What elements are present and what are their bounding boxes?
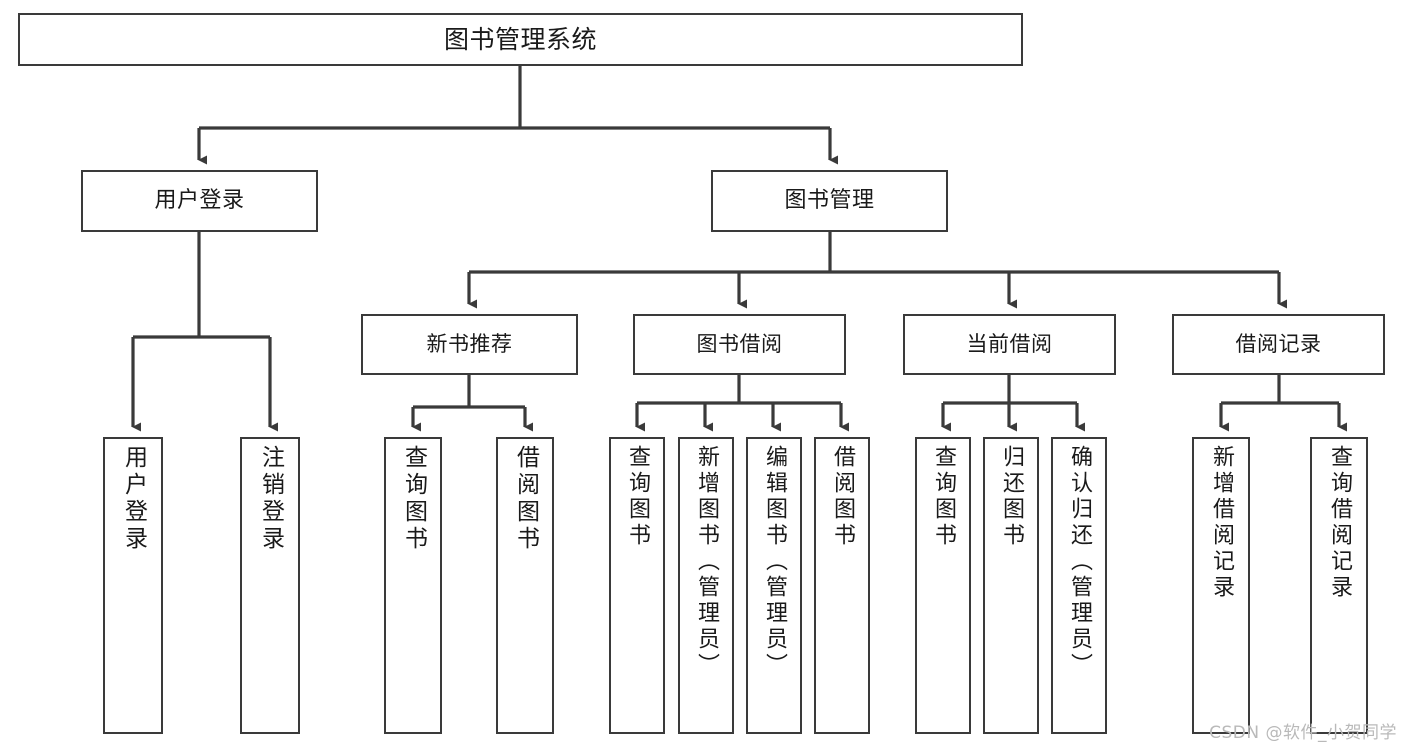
- node-label: 当前借阅: [966, 332, 1053, 357]
- node-label: 注销登录: [257, 445, 284, 553]
- node-label: 新增图书（管理员）: [694, 445, 719, 679]
- node-leaf-query-book-recommend[interactable]: 查询图书: [384, 437, 442, 734]
- node-label: 用户登录: [154, 188, 245, 214]
- node-leaf-borrow-book-recommend[interactable]: 借阅图书: [496, 437, 554, 734]
- node-book-management[interactable]: 图书管理: [711, 170, 948, 232]
- node-leaf-add-book-admin[interactable]: 新增图书（管理员）: [678, 437, 734, 734]
- node-book-borrow[interactable]: 图书借阅: [633, 314, 846, 375]
- node-label: 图书管理系统: [443, 24, 597, 54]
- node-label: 查询图书: [931, 445, 956, 549]
- node-leaf-query-book-borrow[interactable]: 查询图书: [609, 437, 665, 734]
- node-book-management-system[interactable]: 图书管理系统: [18, 13, 1023, 66]
- node-label: 新增借阅记录: [1209, 445, 1234, 601]
- node-user-login[interactable]: 用户登录: [81, 170, 318, 232]
- node-leaf-query-borrow-record[interactable]: 查询借阅记录: [1310, 437, 1368, 734]
- node-leaf-edit-book-admin[interactable]: 编辑图书（管理员）: [746, 437, 802, 734]
- node-new-book-recommend[interactable]: 新书推荐: [361, 314, 578, 375]
- node-label: 查询图书: [400, 445, 427, 553]
- node-leaf-confirm-return-admin[interactable]: 确认归还（管理员）: [1051, 437, 1107, 734]
- node-label: 用户登录: [120, 445, 147, 553]
- node-leaf-user-login[interactable]: 用户登录: [103, 437, 163, 734]
- node-current-borrow[interactable]: 当前借阅: [903, 314, 1116, 375]
- node-label: 归还图书: [999, 445, 1024, 549]
- node-leaf-borrow-book[interactable]: 借阅图书: [814, 437, 870, 734]
- node-label: 新书推荐: [426, 332, 513, 357]
- node-label: 确认归还（管理员）: [1067, 445, 1092, 679]
- node-leaf-query-book-current[interactable]: 查询图书: [915, 437, 971, 734]
- node-label: 查询图书: [625, 445, 650, 549]
- node-label: 借阅图书: [830, 445, 855, 549]
- node-label: 借阅记录: [1235, 332, 1322, 357]
- node-label: 查询借阅记录: [1327, 445, 1352, 601]
- node-label: 图书借阅: [696, 332, 783, 357]
- node-label: 编辑图书（管理员）: [762, 445, 787, 679]
- node-label: 借阅图书: [512, 445, 539, 553]
- node-label: 图书管理: [784, 188, 875, 214]
- node-leaf-add-borrow-record[interactable]: 新增借阅记录: [1192, 437, 1250, 734]
- node-leaf-logout[interactable]: 注销登录: [240, 437, 300, 734]
- node-borrow-record[interactable]: 借阅记录: [1172, 314, 1385, 375]
- node-leaf-return-book[interactable]: 归还图书: [983, 437, 1039, 734]
